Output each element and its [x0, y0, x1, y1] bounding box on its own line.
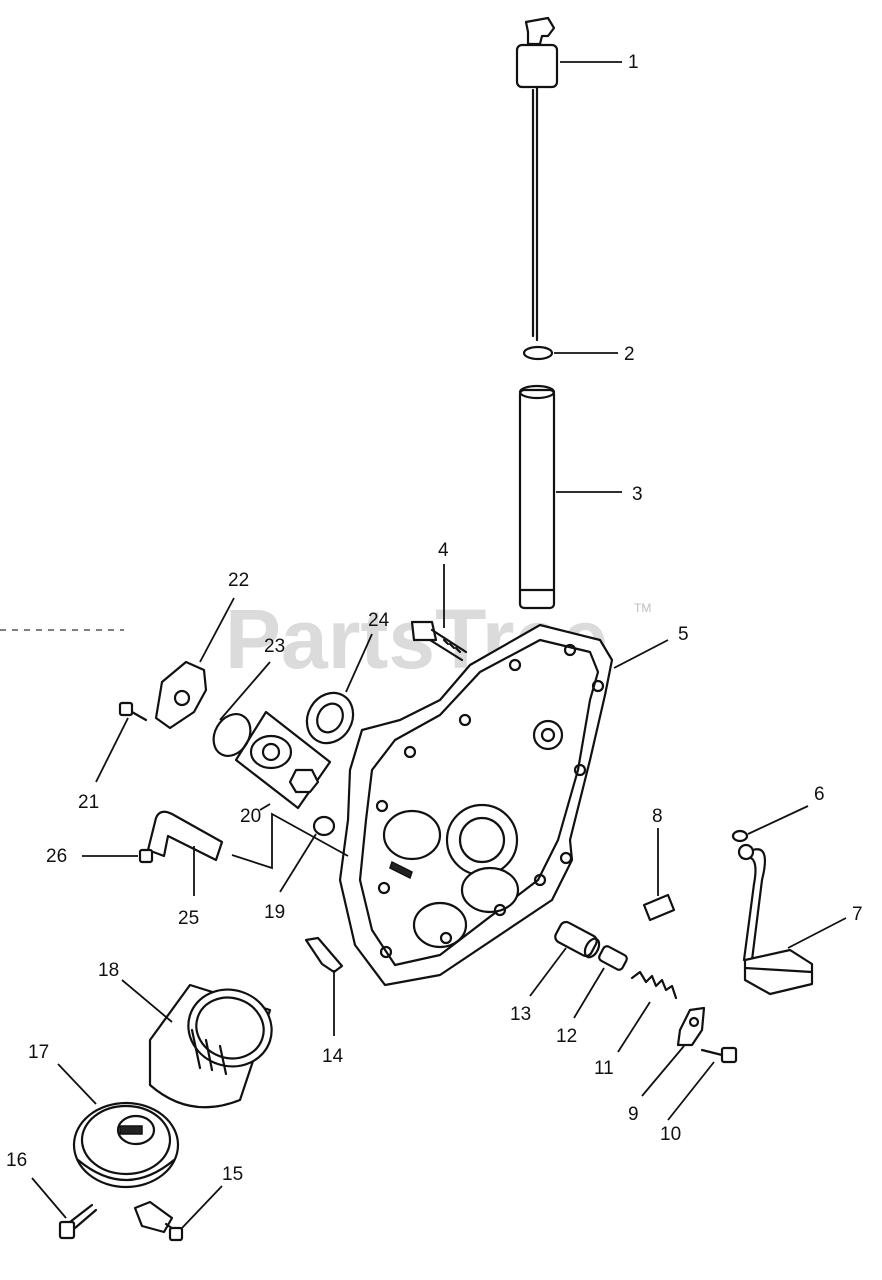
callout-12: 12: [556, 1026, 577, 1047]
callout-22: 22: [228, 570, 249, 591]
part-25-hose: [146, 810, 224, 862]
part-1-dipstick: [515, 16, 559, 342]
callout-21: 21: [78, 792, 99, 813]
part-26-fitting: [138, 848, 154, 864]
callout-23: 23: [264, 636, 285, 657]
callout-11: 11: [594, 1058, 614, 1079]
part-7-oil-pickup: [737, 843, 814, 996]
callout-18: 18: [98, 960, 119, 981]
callout-17: 17: [28, 1042, 49, 1063]
callout-26: 26: [46, 846, 67, 867]
part-6-o-ring: [731, 829, 749, 843]
callout-16: 16: [6, 1150, 27, 1171]
part-4-bolt: [410, 620, 468, 662]
part-23-o-ring: [212, 713, 252, 757]
watermark-trademark: TM: [634, 601, 651, 615]
callout-labels: 1 2 3 4 5 6 7 8 9 10 11 12 13 14 15 16 1…: [6, 52, 863, 1185]
callout-14: 14: [322, 1046, 344, 1067]
part-10-screw: [700, 1046, 738, 1064]
callout-3: 3: [632, 484, 643, 505]
callout-4: 4: [438, 540, 449, 561]
part-5-gear-cover: [338, 623, 614, 987]
part-11-spring: [630, 970, 678, 1000]
callout-25: 25: [178, 908, 199, 929]
callout-24: 24: [368, 610, 390, 631]
part-22-cover-plate: [154, 660, 208, 730]
callout-19: 19: [264, 902, 285, 923]
part-21-screw: [118, 701, 148, 722]
part-16-fitting: [58, 1203, 98, 1240]
part-3-tube: [518, 384, 556, 610]
part-17-filter-adapter: [72, 1101, 180, 1189]
callout-8: 8: [652, 806, 663, 827]
callout-15: 15: [222, 1164, 243, 1185]
part-8-clip: [642, 893, 676, 922]
part-19-plug: [312, 815, 336, 837]
callout-20: 20: [240, 806, 261, 827]
callout-7: 7: [852, 904, 863, 925]
callout-2: 2: [624, 344, 635, 365]
callout-13: 13: [510, 1004, 531, 1025]
callout-6: 6: [814, 784, 825, 805]
leader-lines: [31, 61, 847, 1229]
callout-10: 10: [660, 1124, 681, 1145]
part-14-gasket-plate: [304, 936, 344, 974]
part-9-bracket: [676, 1006, 706, 1047]
part-15-pressure-switch: [133, 1200, 184, 1242]
callout-9: 9: [628, 1104, 639, 1125]
part-13-valve-body: [554, 920, 601, 959]
part-2-o-ring: [522, 345, 554, 361]
part-24-oil-seal: [305, 691, 355, 745]
part-12-plunger: [598, 945, 628, 971]
part-20-bearing-kit: [234, 710, 332, 810]
callout-5: 5: [678, 624, 689, 645]
part-18-oil-filter: [148, 983, 273, 1109]
callout-1: 1: [628, 52, 639, 73]
